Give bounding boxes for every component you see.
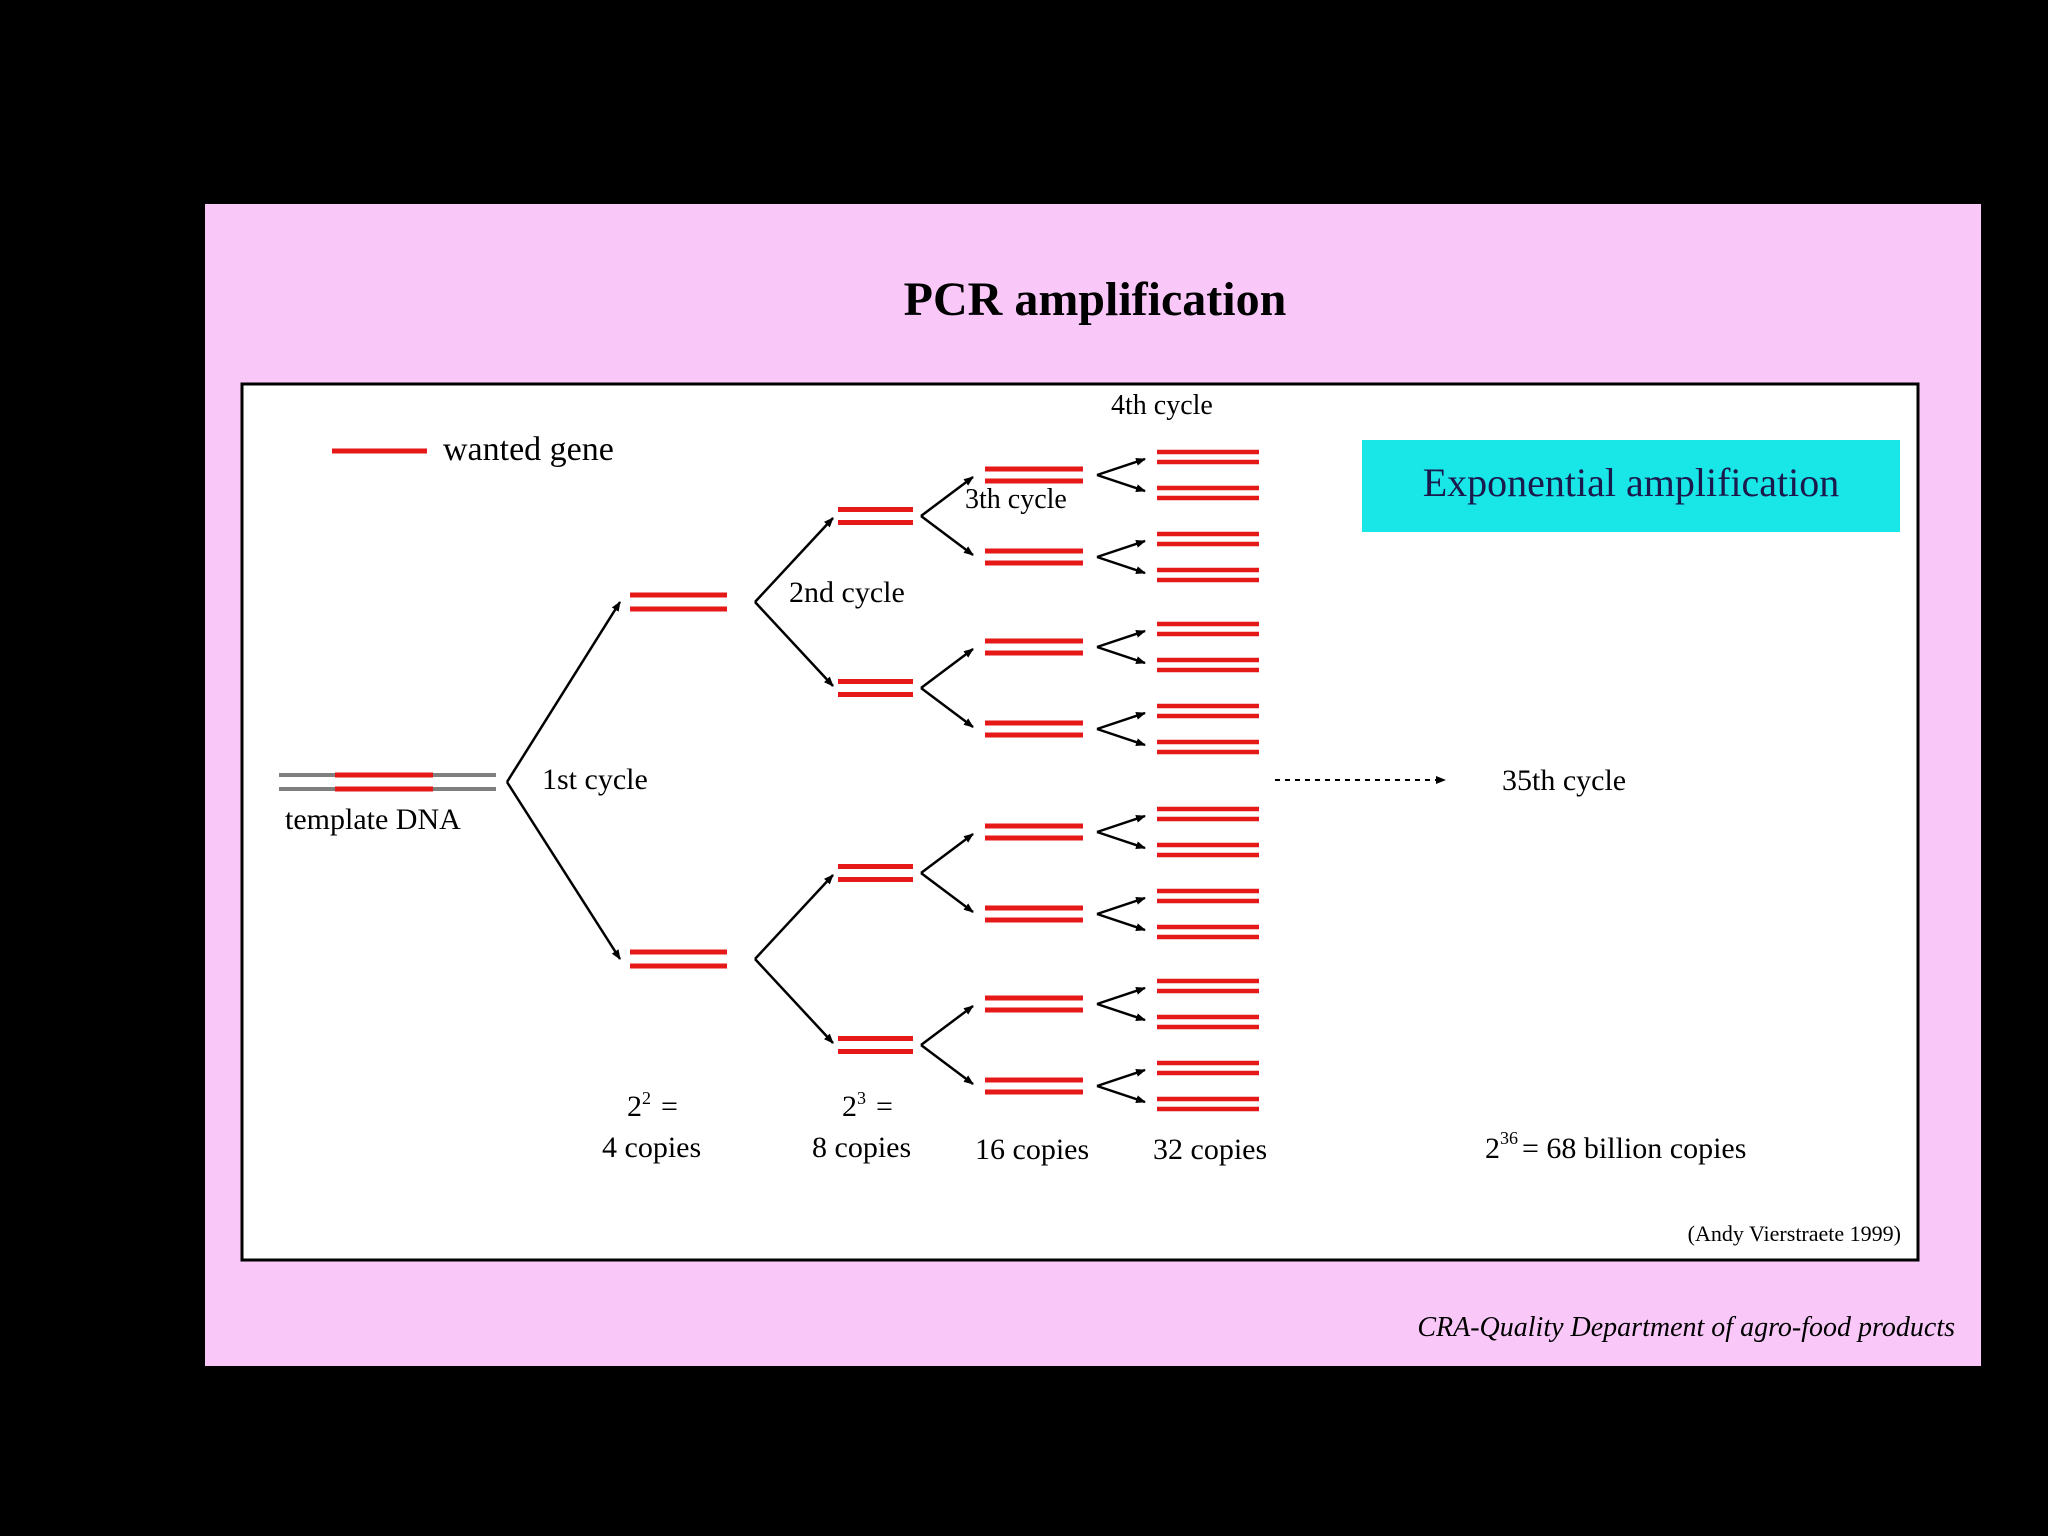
exponential-badge: Exponential amplification bbox=[1362, 440, 1900, 532]
cycle-4-label: 4th cycle bbox=[1111, 390, 1213, 421]
count-final-exponent: 36 bbox=[1500, 1128, 1518, 1148]
count-final-base: 2 bbox=[1485, 1132, 1500, 1165]
svg-text:236= 68 billion copies: 236= 68 billion copies bbox=[1485, 1128, 1746, 1165]
count-16-label: 16 copies bbox=[975, 1133, 1089, 1166]
branch-cycle2-2-down bbox=[754, 958, 834, 1044]
branch-cycle4-8-down bbox=[1096, 1084, 1146, 1104]
branch-cycle1-down bbox=[505, 781, 622, 960]
count-8-exponent: 3 bbox=[857, 1088, 866, 1108]
cycle-2-label: 2nd cycle bbox=[789, 576, 905, 609]
branch-cycle4-2-down bbox=[1096, 555, 1146, 575]
branch-cycle3-4-down bbox=[920, 1044, 974, 1085]
credit: (Andy Vierstraete 1999) bbox=[1688, 1221, 1901, 1246]
branch-cycle3-3-down bbox=[920, 872, 974, 913]
branch-cycle3-1-down bbox=[920, 515, 974, 556]
badge-background bbox=[1362, 440, 1900, 532]
cycle-1-label: 1st cycle bbox=[542, 763, 648, 796]
slide: PCR amplification wanted gene Exponentia… bbox=[205, 204, 1981, 1366]
count-32-label: 32 copies bbox=[1153, 1133, 1267, 1166]
count-4: 22 = 4 copies bbox=[602, 1088, 701, 1164]
branch-cycle3-4-up bbox=[920, 1005, 974, 1046]
count-4-label: 4 copies bbox=[602, 1131, 701, 1164]
branch-cycle4-7-up bbox=[1096, 986, 1146, 1006]
branch-cycle1-up bbox=[505, 601, 622, 783]
branch-cycle4-5-up bbox=[1096, 814, 1146, 834]
count-8: 23 = 8 copies bbox=[812, 1088, 911, 1164]
pcr-slide-svg: PCR amplification wanted gene Exponentia… bbox=[205, 204, 1981, 1366]
branch-cycle2-1-down bbox=[754, 601, 834, 687]
count-8-label: 8 copies bbox=[812, 1131, 911, 1164]
slide-title: PCR amplification bbox=[904, 273, 1287, 326]
branch-cycle4-6-down bbox=[1096, 912, 1146, 932]
template-label: template DNA bbox=[285, 803, 461, 836]
branch-cycle3-2-down bbox=[920, 687, 974, 728]
legend-label: wanted gene bbox=[443, 431, 614, 468]
legend: wanted gene bbox=[332, 431, 614, 468]
branch-cycle3-1-up bbox=[920, 476, 974, 517]
svg-text:22=: 22 = bbox=[627, 1088, 678, 1123]
branch-cycle4-6-up bbox=[1096, 896, 1146, 916]
pcr-tree bbox=[505, 449, 1259, 1112]
branch-cycle2-2-up bbox=[754, 874, 834, 960]
count-4-exponent: 2 bbox=[642, 1088, 651, 1108]
branch-cycle4-1-up bbox=[1096, 457, 1146, 477]
cycle-35-label: 35th cycle bbox=[1502, 764, 1626, 797]
pcr-diagram: wanted gene Exponential amplification te… bbox=[279, 390, 1901, 1246]
badge-label: Exponential amplification bbox=[1423, 460, 1840, 505]
branch-cycle4-4-down bbox=[1096, 727, 1146, 747]
branch-cycle3-2-up bbox=[920, 648, 974, 689]
branch-cycle4-8-up bbox=[1096, 1068, 1146, 1088]
count-final-label: = 68 billion copies bbox=[1522, 1132, 1746, 1165]
branch-cycle4-2-up bbox=[1096, 539, 1146, 559]
svg-text:23=: 23 = bbox=[842, 1088, 893, 1123]
branch-cycle4-7-down bbox=[1096, 1002, 1146, 1022]
template-dna: template DNA bbox=[279, 772, 496, 836]
count-4-equals: = bbox=[661, 1090, 678, 1123]
branch-cycle3-3-up bbox=[920, 833, 974, 874]
footer: CRA-Quality Department of agro-food prod… bbox=[1417, 1312, 1955, 1343]
branch-cycle4-3-up bbox=[1096, 629, 1146, 649]
count-8-equals: = bbox=[876, 1090, 893, 1123]
branch-cycle4-1-down bbox=[1096, 473, 1146, 493]
cycle-3-label: 3th cycle bbox=[965, 484, 1067, 515]
branch-cycle4-4-up bbox=[1096, 711, 1146, 731]
branch-cycle4-3-down bbox=[1096, 645, 1146, 665]
count-4-base: 2 bbox=[627, 1090, 642, 1123]
branch-cycle4-5-down bbox=[1096, 830, 1146, 850]
branch-cycle2-1-up bbox=[754, 517, 834, 603]
count-final: 236= 68 billion copies bbox=[1485, 1128, 1746, 1165]
count-8-base: 2 bbox=[842, 1090, 857, 1123]
